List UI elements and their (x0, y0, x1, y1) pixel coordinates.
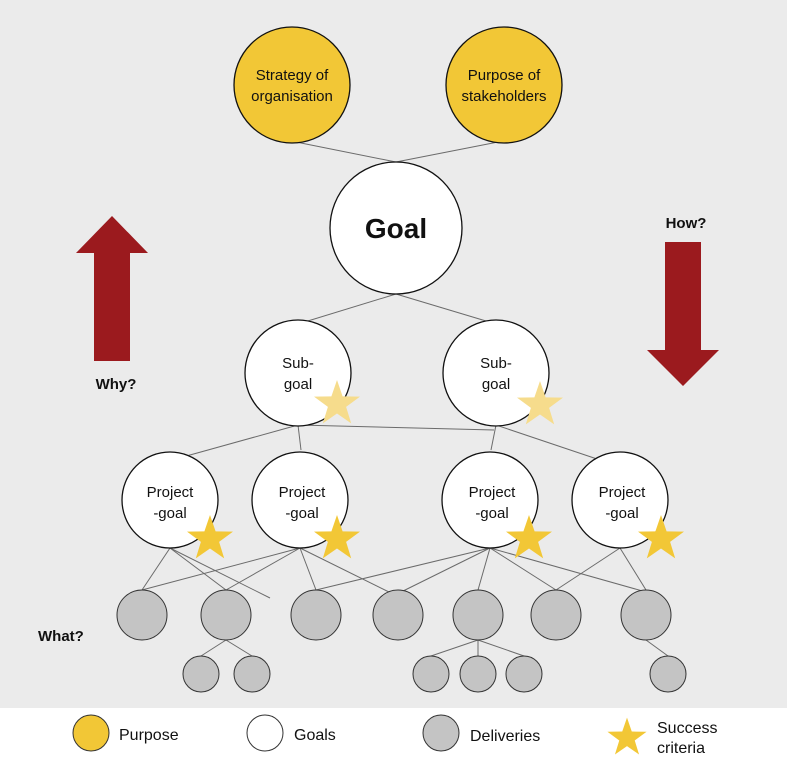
delivery-node (372, 589, 424, 641)
sub-delivery-node (412, 655, 450, 693)
project-goal-2-line2: -goal (285, 505, 318, 522)
sub-delivery-node (649, 655, 687, 693)
project-goal-3-line1: Project (469, 484, 517, 501)
legend-goals-swatch (246, 714, 284, 752)
purpose-stakeholders-line2: stakeholders (461, 88, 546, 105)
legend-success-line1: Success (657, 720, 717, 737)
project-goal-4-line1: Project (599, 484, 647, 501)
subgoal-node-right: Sub- goal (442, 319, 563, 427)
project-goal-3-line2: -goal (475, 505, 508, 522)
project-goal-1-line1: Project (147, 484, 195, 501)
project-goal-node-1: Project -goal (121, 451, 233, 559)
project-goal-node-2: Project -goal (251, 451, 360, 559)
project-goal-node-3: Project -goal (441, 451, 552, 559)
project-goal-4-line2: -goal (605, 505, 638, 522)
subgoal-right-line1: Sub- (480, 355, 512, 372)
purpose-node-stakeholders: Purpose of stakeholders (445, 26, 563, 144)
sub-delivery-node (505, 655, 543, 693)
delivery-node (200, 589, 252, 641)
delivery-node (116, 589, 168, 641)
legend-deliveries-swatch (422, 714, 460, 752)
subgoal-left-line2: goal (284, 376, 312, 393)
legend-deliveries-label: Deliveries (470, 728, 540, 745)
why-label: Why? (96, 376, 137, 393)
legend-purpose-swatch (72, 714, 110, 752)
what-label: What? (38, 628, 84, 645)
subgoal-node-left: Sub- goal (244, 319, 360, 427)
purpose-node-strategy: Strategy of organisation (233, 26, 351, 144)
sub-delivery-node (459, 655, 497, 693)
legend-goals-label: Goals (294, 727, 336, 744)
purpose-strategy-line1: Strategy of (256, 67, 329, 84)
project-goal-1-line2: -goal (153, 505, 186, 522)
delivery-node (620, 589, 672, 641)
goal-label: Goal (365, 213, 427, 244)
legend-success-line2: criteria (657, 740, 705, 757)
sub-delivery-node (233, 655, 271, 693)
legend: Purpose Goals Deliveries Success criteri… (72, 714, 717, 757)
legend-purpose-label: Purpose (119, 727, 179, 744)
up-arrow-icon (76, 216, 148, 361)
goal-node: Goal (329, 161, 463, 295)
legend-band (0, 708, 787, 768)
sub-delivery-node (182, 655, 220, 693)
delivery-node (530, 589, 582, 641)
project-goal-2-line1: Project (279, 484, 327, 501)
delivery-node (290, 589, 342, 641)
down-arrow-icon (647, 242, 719, 386)
how-label: How? (666, 215, 707, 232)
deliveries (116, 589, 687, 693)
subgoal-right-line2: goal (482, 376, 510, 393)
purpose-strategy-line2: organisation (251, 88, 333, 105)
edges (141, 141, 669, 657)
subgoal-left-line1: Sub- (282, 355, 314, 372)
project-goal-node-4: Project -goal (571, 451, 684, 559)
purpose-stakeholders-line1: Purpose of (468, 67, 541, 84)
delivery-node (452, 589, 504, 641)
